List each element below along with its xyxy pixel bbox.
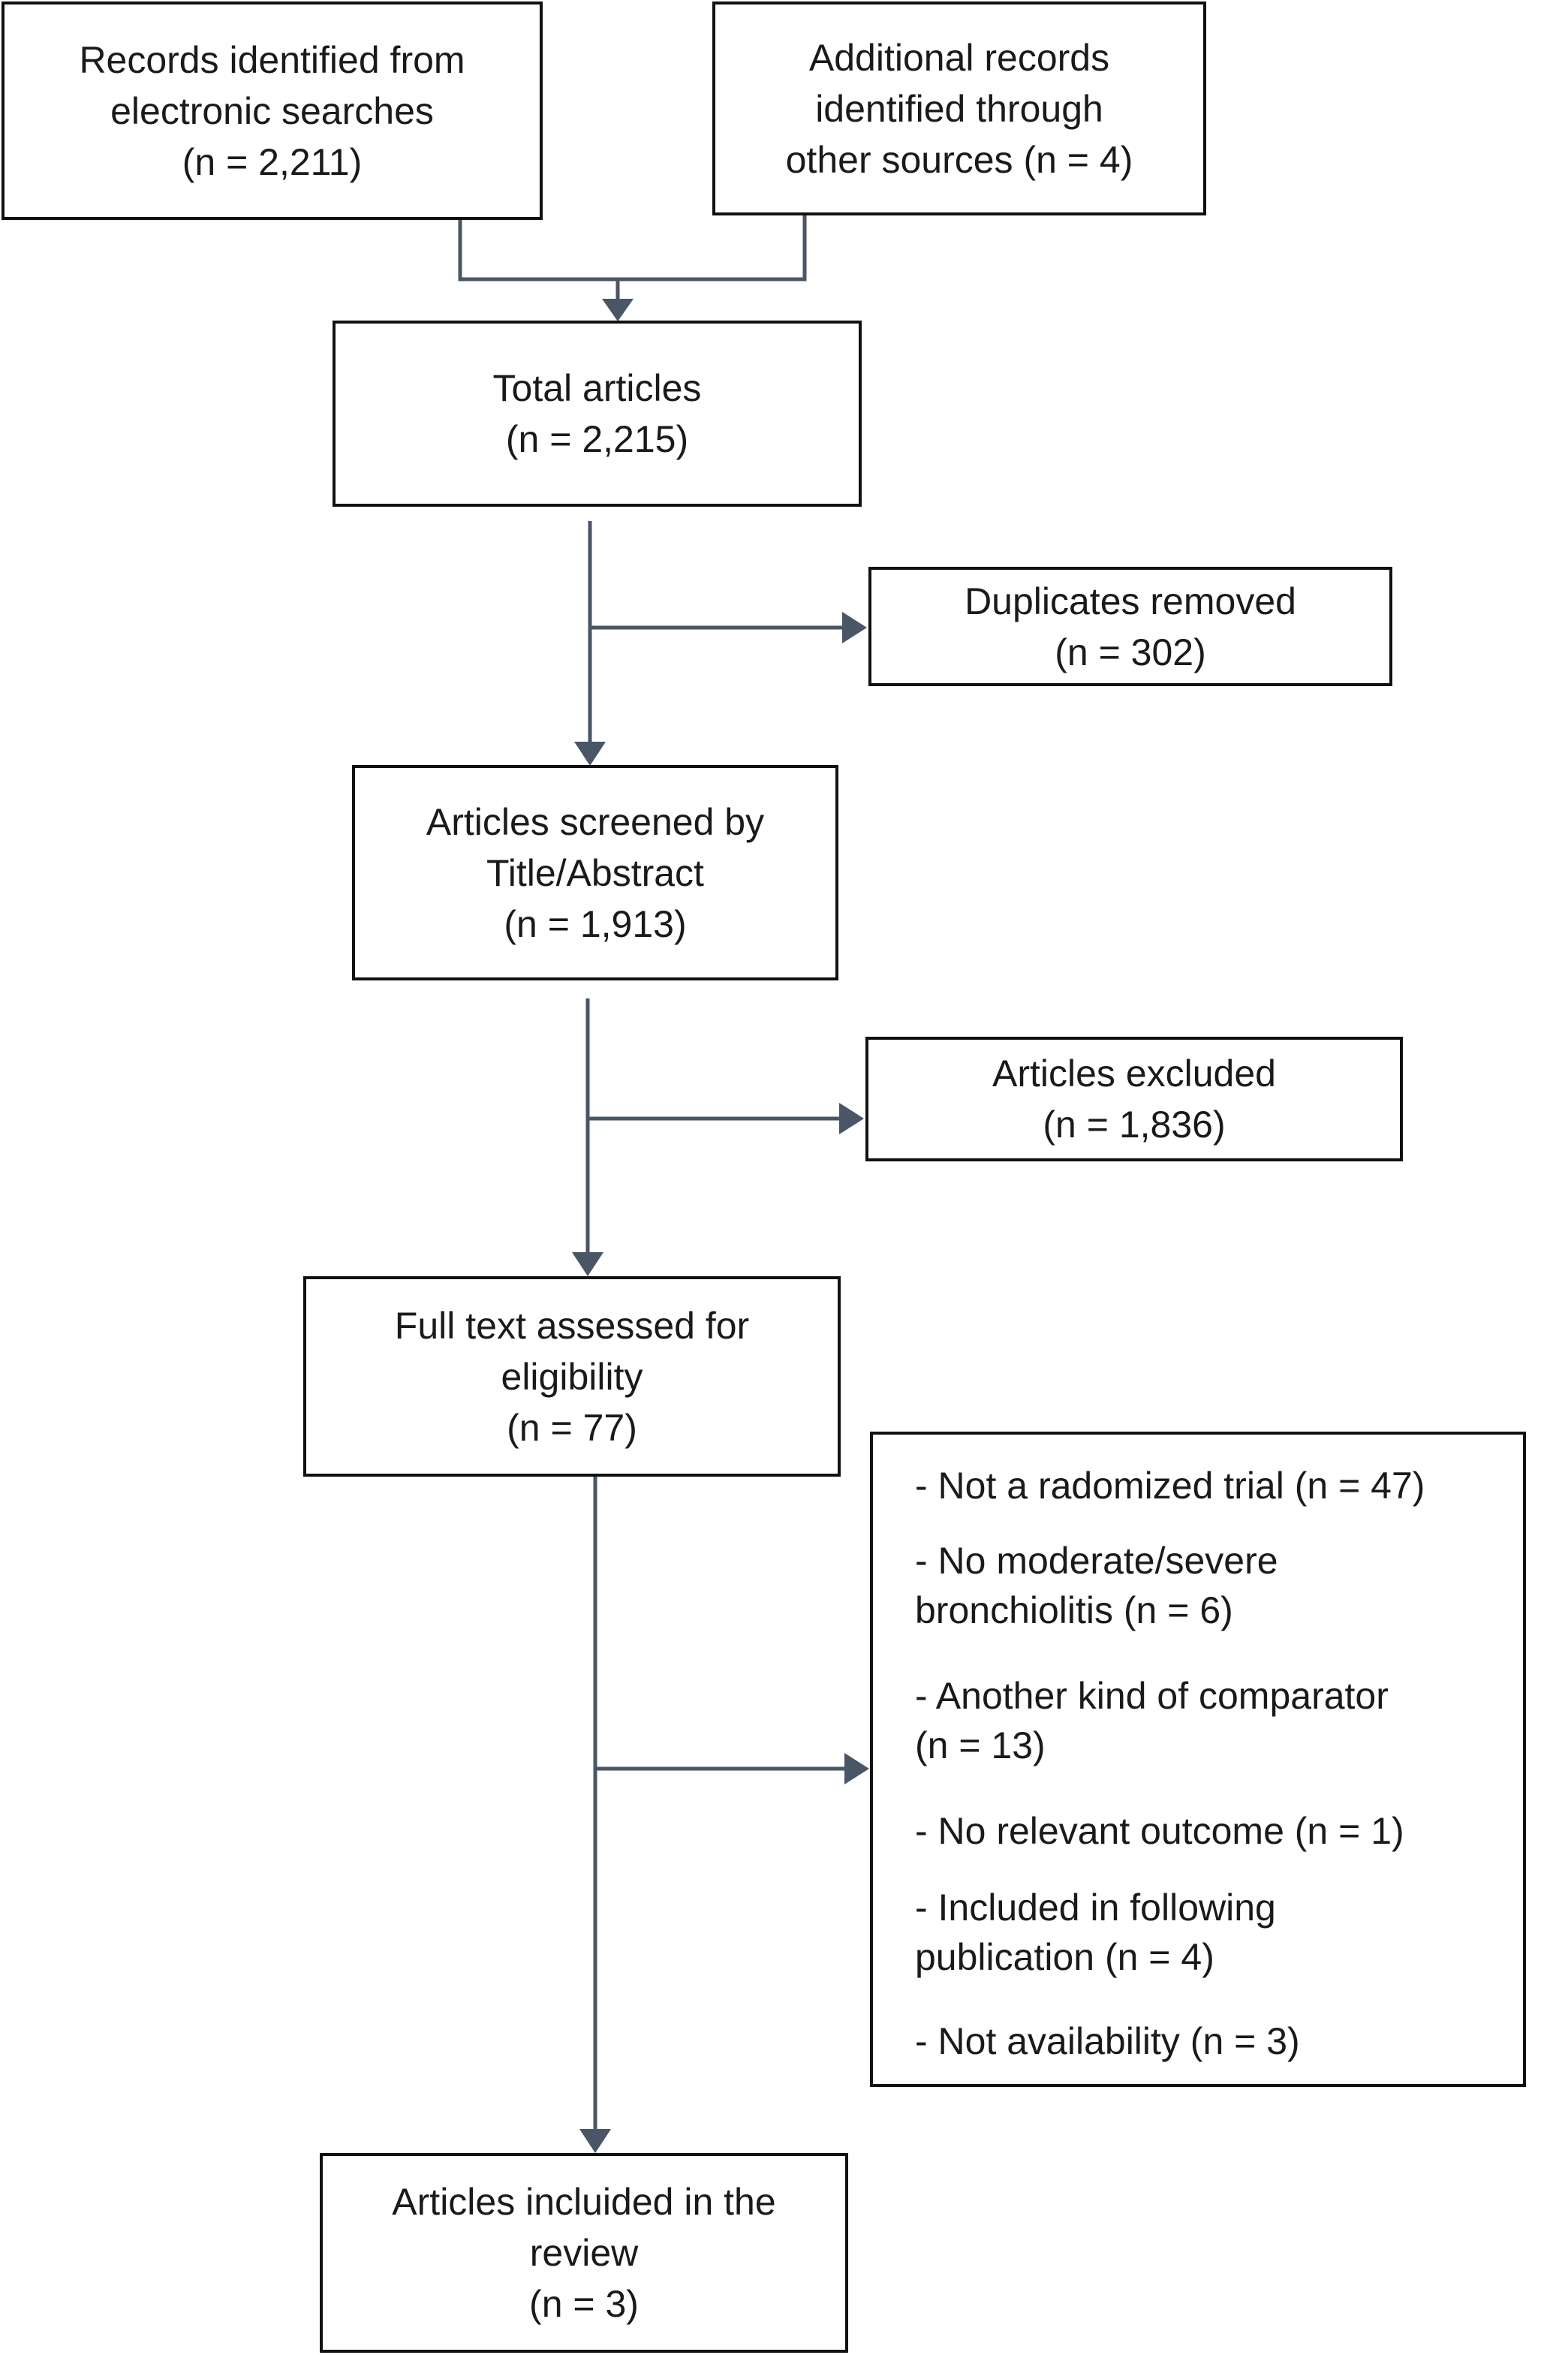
exclusion-reason-line: - No moderate/severe (915, 1540, 1278, 1582)
arrowhead-to-fulltext (572, 1252, 603, 1276)
articles-screened-box: Articles screened by Title/Abstract (n =… (352, 765, 838, 980)
records-electronic-searches-box: Records identified from electronic searc… (2, 2, 543, 220)
articles-screened-line-1: Articles screened by (426, 800, 765, 843)
exclusion-reason-item: - Included in following publication (n =… (915, 1883, 1276, 1982)
additional-records-box: Additional records identified through ot… (712, 2, 1206, 215)
duplicates-removed-label: Duplicates removed (965, 580, 1296, 622)
connector-electronic-to-merge (458, 220, 618, 282)
exclusion-reason-item: - Not availability (n = 3) (915, 2016, 1300, 2066)
articles-included-count: (n = 3) (529, 2283, 639, 2325)
full-text-line-2: eligibility (501, 1355, 643, 1398)
articles-excluded-count: (n = 1,836) (1043, 1104, 1226, 1146)
exclusion-reason-line: bronchiolitis (n = 6) (915, 1589, 1233, 1631)
articles-excluded-label: Articles excluded (992, 1053, 1276, 1095)
arrowhead-to-duplicates (842, 612, 867, 643)
exclusion-reason-line: - No relevant outcome (n = 1) (915, 1810, 1404, 1852)
articles-included-line-1: Articles incluided in the (392, 2181, 776, 2223)
connector-other-to-merge (618, 215, 807, 282)
exclusion-reason-item: - No relevant outcome (n = 1) (915, 1806, 1404, 1856)
exclusion-reason-line: - Not availability (n = 3) (915, 2020, 1300, 2062)
arrowhead-to-excluded (839, 1103, 864, 1134)
additional-records-line-2: identified through (815, 87, 1103, 130)
records-electronic-line-1: Records identified from (79, 38, 465, 81)
exclusion-reason-item: - No moderate/severe bronchiolitis (n = … (915, 1536, 1278, 1635)
articles-included-line-2: review (529, 2232, 639, 2274)
records-electronic-count: (n = 2,211) (182, 140, 363, 183)
arrowhead-to-included (579, 2129, 611, 2153)
exclusion-reasons-box: - Not a radomized trial (n = 47) - No mo… (870, 1432, 1526, 2087)
records-electronic-line-2: electronic searches (110, 89, 434, 132)
exclusion-reason-line: - Included in following (915, 1887, 1276, 1929)
exclusion-reason-line: - Another kind of comparator (915, 1675, 1389, 1717)
arrowhead-to-total (602, 299, 634, 321)
full-text-count: (n = 77) (507, 1406, 637, 1449)
arrowhead-to-exclusion-reasons (844, 1753, 869, 1784)
articles-excluded-box: Articles excluded (n = 1,836) (865, 1037, 1403, 1161)
total-articles-box: Total articles (n = 2,215) (333, 321, 862, 507)
exclusion-reason-line: - Not a radomized trial (n = 47) (915, 1465, 1425, 1507)
total-articles-count: (n = 2,215) (505, 418, 689, 460)
full-text-line-1: Full text assessed for (394, 1304, 750, 1347)
exclusion-reason-line: (n = 13) (915, 1724, 1046, 1766)
arrowhead-to-screened (574, 742, 606, 766)
exclusion-reason-item: - Not a radomized trial (n = 47) (915, 1461, 1425, 1510)
duplicates-removed-count: (n = 302) (1055, 631, 1206, 673)
articles-included-box: Articles incluided in the review (n = 3) (320, 2153, 848, 2353)
articles-screened-line-2: Title/Abstract (486, 851, 704, 894)
total-articles-label: Total articles (492, 367, 702, 409)
duplicates-removed-box: Duplicates removed (n = 302) (868, 567, 1392, 686)
exclusion-reason-line: publication (n = 4) (915, 1936, 1214, 1978)
articles-screened-count: (n = 1,913) (504, 902, 687, 945)
additional-records-line-3: other sources (n = 4) (785, 138, 1133, 181)
full-text-assessed-box: Full text assessed for eligibility (n = … (303, 1276, 841, 1477)
exclusion-reason-item: - Another kind of comparator (n = 13) (915, 1671, 1389, 1770)
additional-records-line-1: Additional records (808, 36, 1110, 79)
